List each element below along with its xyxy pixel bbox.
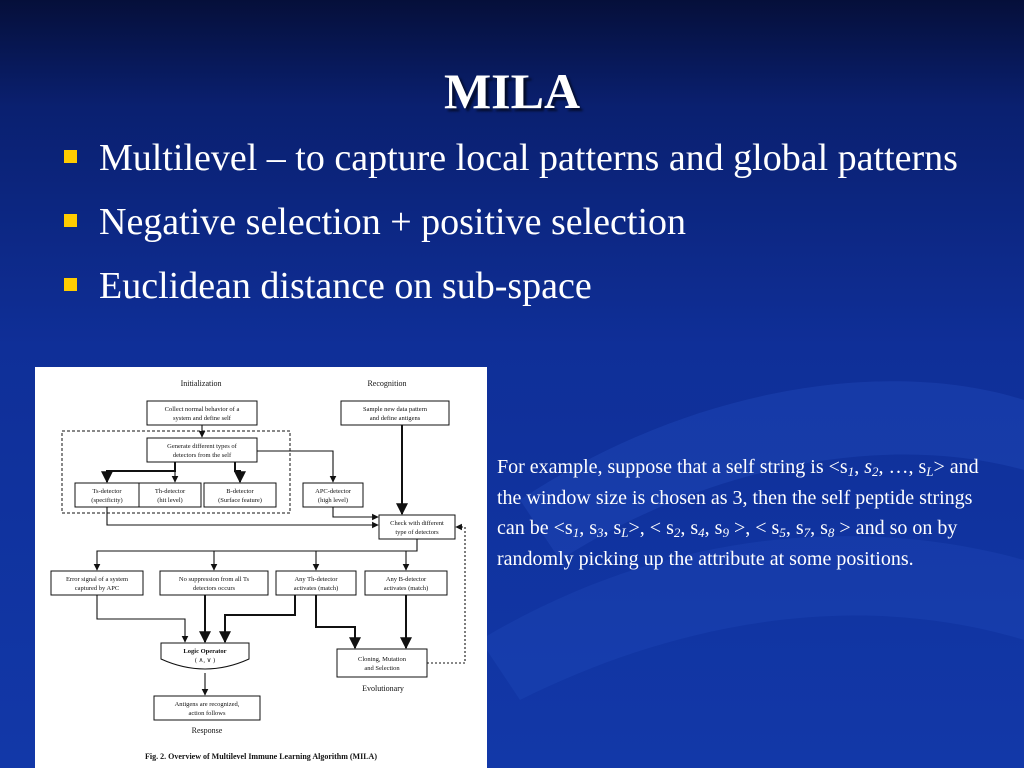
label-cloning-1: Cloning, Mutation: [358, 656, 407, 663]
label-error-1: Error signal of a system: [66, 576, 128, 583]
label-logic-2: ( ∧, ∨ ): [195, 657, 215, 664]
section-label-recognition: Recognition: [367, 379, 406, 388]
arrow-check-error: [93, 539, 418, 571]
example-subscript: 2: [871, 464, 879, 479]
label-sample-2: and define antigens: [370, 415, 421, 422]
box-error-signal: [50, 570, 144, 596]
label-anyth-1: Any Th-detector: [294, 576, 338, 583]
label-nosuppress-2: detectors occurs: [193, 585, 236, 592]
label-generate-2: detectors from the self: [173, 452, 232, 459]
bullet-item: Multilevel – to capture local patterns a…: [62, 132, 982, 184]
label-ts-2: (specificity): [91, 497, 122, 504]
example-subscript: L: [621, 525, 629, 540]
example-text-part: , s: [810, 517, 828, 539]
square-bullet-icon: [64, 150, 77, 163]
box-generate: [146, 437, 258, 463]
example-subscript: 9: [722, 525, 729, 540]
box-antigens-recognized: [153, 695, 261, 721]
example-text-part: For example, suppose that a self string …: [497, 456, 848, 478]
example-text-part: ,: [854, 456, 865, 478]
example-text: For example, suppose that a self string …: [497, 452, 997, 574]
example-text-part: >, < s: [628, 517, 674, 539]
label-nosuppress-1: No suppression from all Ts: [179, 576, 250, 583]
example-subscript: 7: [803, 525, 811, 540]
box-th-detector: [138, 482, 202, 508]
arrow-generate-b: [234, 462, 246, 484]
square-bullet-icon: [64, 214, 77, 227]
arrow-generate-ts: [101, 462, 176, 484]
arrow-generate-apc: [257, 450, 337, 483]
label-ts-1: Ts-detector: [92, 488, 122, 495]
label-apc-2: (high level): [318, 497, 348, 504]
label-sample-1: Sample new data pattern: [363, 406, 428, 413]
box-no-suppression: [159, 570, 269, 596]
example-subscript: 4: [698, 525, 705, 540]
arrow-cloning-feedback: [427, 523, 466, 664]
box-check: [378, 514, 456, 540]
section-label-evolutionary: Evolutionary: [362, 684, 404, 693]
mila-flowchart-figure: Initialization Recognition Evolutionary …: [35, 367, 487, 768]
label-th-2: (hit level): [157, 497, 182, 504]
arrow-apc-check: [332, 507, 379, 521]
example-subscript: 3: [597, 525, 604, 540]
arrow-ts-check: [106, 507, 379, 529]
example-text-part: , s: [680, 517, 699, 539]
example-subscript: 1: [847, 464, 855, 479]
bullet-text: Multilevel – to capture local patterns a…: [99, 137, 958, 179]
bullet-text: Euclidean distance on sub-space: [99, 265, 592, 307]
box-logic-operator: [160, 642, 250, 670]
label-generate-1: Generate different types of: [167, 443, 238, 450]
arrow-error-logic: [96, 595, 189, 643]
box-any-th: [275, 570, 357, 596]
square-bullet-icon: [64, 278, 77, 291]
label-collect-1: Collect normal behavior of a: [165, 406, 240, 413]
arrow-anyth-cloning: [315, 595, 361, 650]
bullet-text: Negative selection + positive selection: [99, 201, 687, 243]
label-logic-1: Logic Operator: [183, 648, 226, 655]
figure-caption: Fig. 2. Overview of Multilevel Immune Le…: [145, 752, 377, 761]
example-subscript: L: [926, 464, 934, 479]
example-text-part: , s: [579, 517, 597, 539]
label-antigens-1: Antigens are recognized,: [175, 701, 240, 708]
section-label-response: Response: [192, 726, 223, 735]
label-th-1: Th-detector: [155, 488, 186, 495]
box-apc-detector: [302, 482, 364, 508]
example-text-part: , s: [785, 517, 804, 539]
label-b-1: B-detector: [226, 488, 254, 495]
example-subscript: 8: [827, 525, 835, 540]
label-anyth-2: activates (match): [294, 585, 339, 592]
label-anyb-1: Any B-detector: [386, 576, 427, 583]
bullet-item: Euclidean distance on sub-space: [62, 260, 982, 312]
example-text-part: > and the window size is chosen as 3, th…: [497, 456, 979, 539]
box-any-b: [364, 570, 448, 596]
label-anyb-2: activates (match): [384, 585, 429, 592]
example-text-part: , …, s: [878, 456, 927, 478]
example-text-part: >, < s: [728, 517, 780, 539]
example-text-part: s: [864, 456, 872, 478]
box-b-detector: [203, 482, 277, 508]
bullet-list: Multilevel – to capture local patterns a…: [62, 132, 982, 324]
example-subscript: 2: [673, 525, 681, 540]
label-antigens-2: action follows: [188, 710, 225, 717]
example-subscript: 5: [779, 525, 786, 540]
example-text-part: > and so on by randomly picking up the a…: [497, 517, 958, 570]
label-cloning-2: and Selection: [364, 665, 400, 672]
bullet-item: Negative selection + positive selection: [62, 196, 982, 248]
label-b-2: (Surface feature): [218, 497, 262, 504]
label-collect-2: system and define self: [173, 415, 232, 422]
label-error-2: captured by APC: [75, 585, 119, 592]
arrow-anyth-logic: [219, 595, 296, 644]
mila-flowchart: Initialization Recognition Evolutionary …: [50, 379, 466, 761]
example-subscript: 1: [572, 525, 580, 540]
slide-title: MILA: [443, 63, 581, 119]
label-check-2: type of detectors: [395, 529, 439, 536]
section-label-initialization: Initialization: [181, 379, 222, 388]
box-cloning: [336, 648, 428, 678]
example-text-part: , s: [603, 517, 622, 539]
label-apc-1: APC-detector: [315, 488, 352, 495]
box-sample: [340, 400, 450, 426]
example-text-part: , s: [704, 517, 723, 539]
label-check-1: Check with different: [390, 520, 444, 527]
